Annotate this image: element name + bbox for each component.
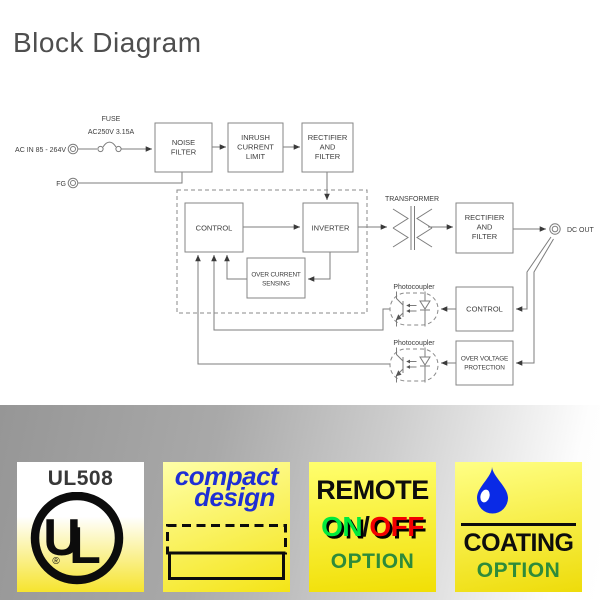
slash-text: / — [362, 511, 370, 542]
block-control-primary: CONTROL — [184, 202, 244, 253]
fuse-rating-label: AC250V 3.15A — [88, 129, 135, 136]
remote-title: REMOTE — [316, 475, 429, 505]
transformer-icon — [392, 206, 433, 250]
block-label: FILTER — [472, 232, 498, 241]
compact-case-icon — [166, 524, 287, 580]
block-label: CONTROL — [196, 224, 233, 233]
ul-logo-l: L — [69, 517, 101, 575]
compact-design-badge: compact design — [163, 462, 290, 592]
block-label: SENSING — [262, 281, 290, 288]
compact-design-text: compact design — [163, 462, 290, 512]
block-inverter: INVERTER — [302, 202, 359, 253]
dc-out-terminal-icon — [549, 223, 561, 235]
block-label: NOISE — [172, 138, 195, 147]
block-over-current-sensing: OVER CURRENT SENSING — [246, 257, 306, 299]
registered-mark: ® — [52, 556, 60, 567]
compact-line: compact — [174, 462, 279, 491]
remote-onoff-line: ON/OFF — [309, 511, 436, 543]
primary-side-dashed-outline — [176, 189, 368, 314]
block-rectifier-filter-output: RECTIFIER AND FILTER — [455, 202, 514, 254]
block-label: INRUSH — [241, 133, 270, 142]
block-label: INVERTER — [312, 224, 350, 233]
block-inrush-current-limit: INRUSH CURRENT LIMIT — [227, 122, 284, 173]
fuse-label: FUSE — [102, 116, 121, 123]
ul508-heading: UL508 — [47, 467, 114, 490]
fg-terminal-icon — [67, 177, 79, 189]
ul-logo-icon: U L ® — [30, 492, 124, 585]
block-label: AND — [477, 223, 493, 232]
coating-badge: COATING OPTION — [455, 462, 582, 592]
power-supply-block-diagram: NOISE FILTER INRUSH CURRENT LIMIT RECTIF… — [15, 116, 595, 386]
page-title: Block Diagram — [13, 26, 202, 58]
block-label: LIMIT — [246, 152, 266, 161]
fg-label: FG — [56, 181, 66, 188]
block-rectifier-filter-input: RECTIFIER AND FILTER — [301, 122, 354, 173]
block-control-secondary: CONTROL — [455, 286, 514, 332]
block-label: OVER VOLTAGE — [461, 356, 508, 363]
fuse-icon — [78, 141, 152, 153]
dc-out-label: DC OUT — [567, 227, 595, 234]
ac-in-terminal-icon — [67, 143, 79, 155]
coating-title: COATING — [463, 529, 574, 557]
block-noise-filter: NOISE FILTER — [154, 122, 213, 173]
block-label: CURRENT — [237, 143, 274, 152]
on-text: ON — [321, 511, 363, 542]
wires — [78, 144, 554, 366]
transformer-label: TRANSFORMER — [385, 196, 439, 203]
design-line: design — [194, 482, 275, 512]
block-over-voltage-protection: OVER VOLTAGE PROTECTION — [455, 340, 514, 386]
remote-onoff-badge: REMOTE ON/OFF OPTION — [309, 462, 436, 592]
droplet-icon — [477, 467, 508, 514]
block-label: AND — [320, 143, 336, 152]
ul-logo-u: U — [43, 509, 81, 567]
ac-in-label: AC IN 85 - 264V — [15, 147, 66, 154]
ul508-badge: UL508 U L ® — [17, 462, 144, 592]
photocoupler-label: Photocoupler — [393, 284, 435, 291]
photocoupler-icon — [389, 347, 439, 383]
block-label: CONTROL — [466, 305, 503, 314]
coating-option-text: OPTION — [476, 559, 561, 582]
photocoupler-icon — [389, 291, 439, 327]
coating-divider — [461, 523, 576, 526]
block-label: FILTER — [171, 148, 197, 157]
remote-option-text: OPTION — [330, 550, 415, 573]
block-label: RECTIFIER — [465, 213, 505, 222]
block-label: RECTIFIER — [308, 133, 348, 142]
off-text: OFF — [369, 511, 424, 542]
block-label: PROTECTION — [464, 365, 505, 372]
block-label: OVER CURRENT — [251, 272, 301, 279]
photocoupler-label: Photocoupler — [393, 340, 435, 347]
block-label: FILTER — [315, 152, 341, 161]
